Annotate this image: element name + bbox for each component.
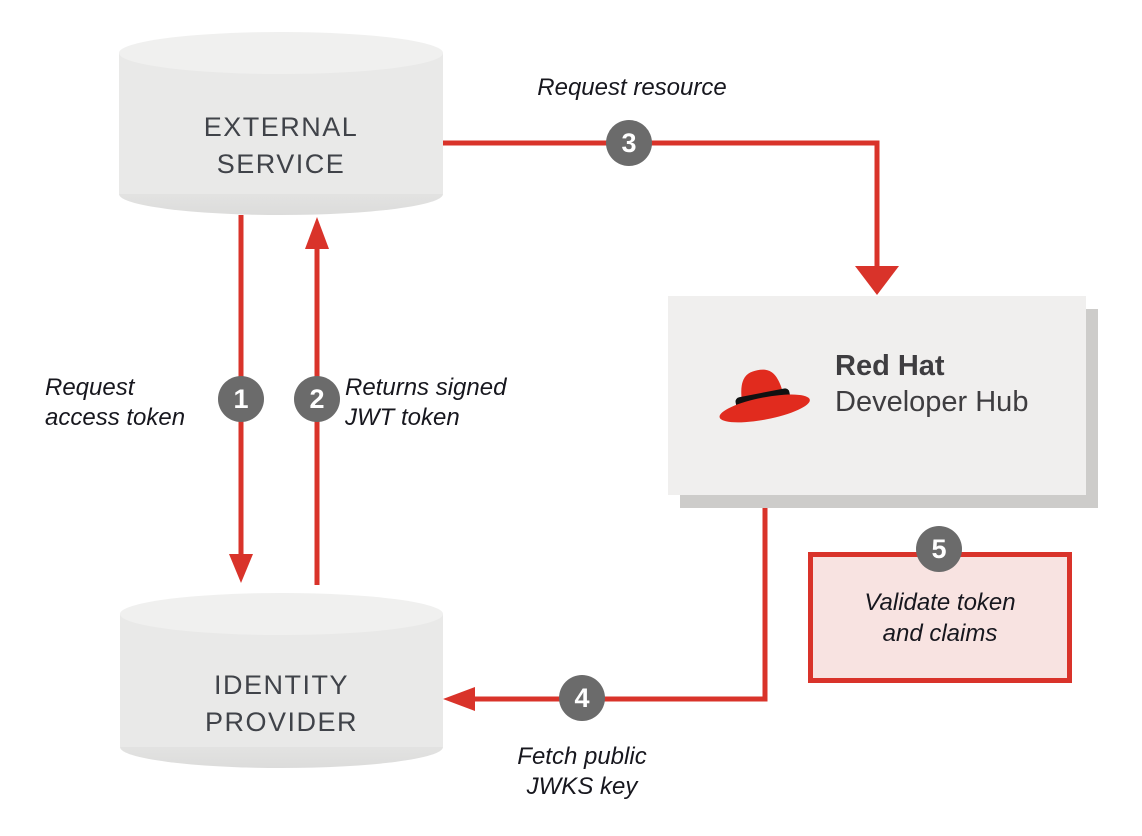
external-service-label-line2: SERVICE xyxy=(216,149,346,179)
step-badge-5: 5 xyxy=(916,526,962,572)
step-number-1: 1 xyxy=(233,383,249,414)
step-badge-1: 1 xyxy=(218,376,264,422)
cylinder-body xyxy=(120,614,443,747)
red-hat-fedora-icon xyxy=(719,369,810,423)
validate-token-line1: Validate token xyxy=(864,588,1016,616)
node-external-service: EXTERNAL SERVICE xyxy=(119,32,443,215)
node-validate-token-box: Validate token and claims xyxy=(808,552,1072,683)
cylinder-top-face xyxy=(119,32,443,74)
arrow-step4-fetch-jwks-key xyxy=(443,496,768,711)
request-access-token-label: Request access token xyxy=(45,373,235,433)
identity-provider-label-line2: PROVIDER xyxy=(204,707,359,737)
external-service-label-line1: EXTERNAL xyxy=(203,112,359,142)
external-service-label: EXTERNAL SERVICE xyxy=(119,109,443,183)
cylinder-body xyxy=(119,53,443,194)
returns-jwt-token-line1: Returns signed xyxy=(345,374,507,401)
identity-provider-label: IDENTITY PROVIDER xyxy=(120,667,443,741)
developer-hub-wordmark: Red Hat Developer Hub xyxy=(835,348,1028,420)
cylinder-top-face xyxy=(120,593,443,635)
request-resource-label: Request resource xyxy=(537,74,727,101)
node-red-hat-developer-hub: Red Hat Developer Hub xyxy=(668,296,1086,495)
validate-token-line2: and claims xyxy=(882,619,998,647)
developer-hub-product-text: Developer Hub xyxy=(835,386,1029,418)
validate-token-label: Validate token and claims xyxy=(864,587,1015,649)
step-badge-2: 2 xyxy=(294,376,340,422)
step-badge-3: 3 xyxy=(606,120,652,166)
node-identity-provider: IDENTITY PROVIDER xyxy=(120,593,443,768)
identity-provider-label-line1: IDENTITY xyxy=(213,670,349,700)
step-badge-4: 4 xyxy=(559,675,605,721)
fetch-jwks-key-label: Fetch public JWKS key xyxy=(432,742,732,802)
red-hat-brand-text: Red Hat xyxy=(835,350,945,382)
request-access-token-line2: access token xyxy=(45,404,186,431)
request-access-token-line1: Request xyxy=(45,374,135,401)
fetch-jwks-key-line1: Fetch public xyxy=(517,743,647,770)
step-number-4: 4 xyxy=(574,682,590,713)
returns-jwt-token-label: Returns signed JWT token xyxy=(345,373,565,433)
step-number-3: 3 xyxy=(621,127,637,158)
arrow-step3-request-resource xyxy=(443,140,899,295)
step-number-5: 5 xyxy=(931,533,947,564)
step-number-2: 2 xyxy=(309,383,325,414)
returns-jwt-token-line2: JWT token xyxy=(345,404,460,431)
fetch-jwks-key-line2: JWKS key xyxy=(526,773,638,800)
